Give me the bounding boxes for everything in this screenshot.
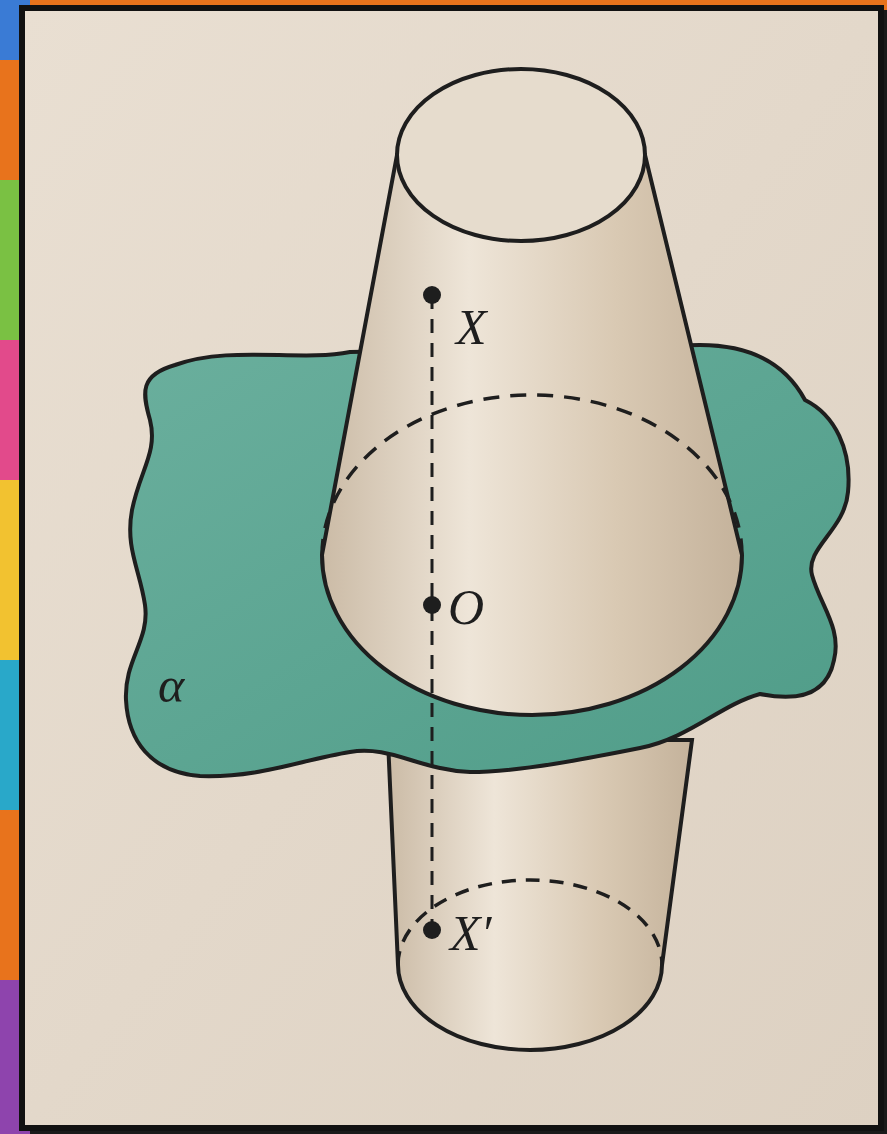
plane-label: α [158, 660, 184, 710]
point-dot [423, 596, 441, 614]
page-background [22, 8, 881, 1128]
point-label: X [456, 302, 487, 352]
point-dot [423, 286, 441, 304]
point-dot [423, 921, 441, 939]
lower-frustum [388, 740, 692, 1050]
point-label: X′ [450, 908, 491, 958]
point-label: O [448, 582, 484, 632]
upper-frustum [322, 69, 742, 715]
